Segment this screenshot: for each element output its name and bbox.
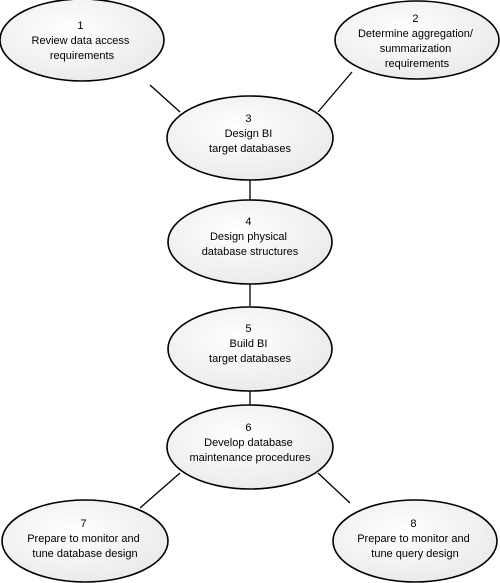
step-7-ellipse <box>1 499 169 583</box>
step-2-ellipse <box>334 0 500 80</box>
step-5-ellipse <box>167 306 333 392</box>
step-6-develop-maintenance-procedures: 6 Develop database maintenance procedure… <box>166 404 334 490</box>
step-7-label: 7 Prepare to monitor and tune database d… <box>27 518 143 560</box>
step-6-label: 6 Develop database maintenance procedure… <box>189 422 311 464</box>
connector-lines <box>139 71 353 509</box>
edge-6-7 <box>139 472 181 509</box>
step-3-ellipse <box>166 95 334 181</box>
step-3-design-bi-target-databases: 3 Design BI target databases <box>166 95 334 181</box>
edge-1-3 <box>149 84 181 113</box>
step-3-label: 3 Design BI target databases <box>209 113 291 155</box>
step-4-ellipse <box>167 199 333 285</box>
step-5-label: 5 Build BI target databases <box>209 323 291 365</box>
step-8-monitor-tune-query-design: 8 Prepare to monitor and tune query desi… <box>332 499 498 583</box>
step-4-design-physical-structures: 4 Design physical database structures <box>167 199 333 285</box>
step-6-ellipse <box>166 404 334 490</box>
step-2-determine-aggregation: 2 Determine aggregation/ summarization r… <box>334 0 500 80</box>
step-8-ellipse <box>332 499 498 583</box>
step-5-build-bi-target-databases: 5 Build BI target databases <box>167 306 333 392</box>
step-1-review-data-access: 1 Review data access requirements <box>0 0 165 82</box>
step-2-label: 2 Determine aggregation/ summarization r… <box>358 13 476 70</box>
step-4-label: 4 Design physical database structures <box>202 216 299 258</box>
step-1-ellipse <box>0 0 165 82</box>
step-1-label: 1 Review data access requirements <box>32 20 133 62</box>
edge-2-3 <box>317 71 353 113</box>
step-7-monitor-tune-database-design: 7 Prepare to monitor and tune database d… <box>1 499 169 583</box>
edge-6-8 <box>317 472 351 504</box>
step-8-label: 8 Prepare to monitor and tune query desi… <box>357 518 473 560</box>
